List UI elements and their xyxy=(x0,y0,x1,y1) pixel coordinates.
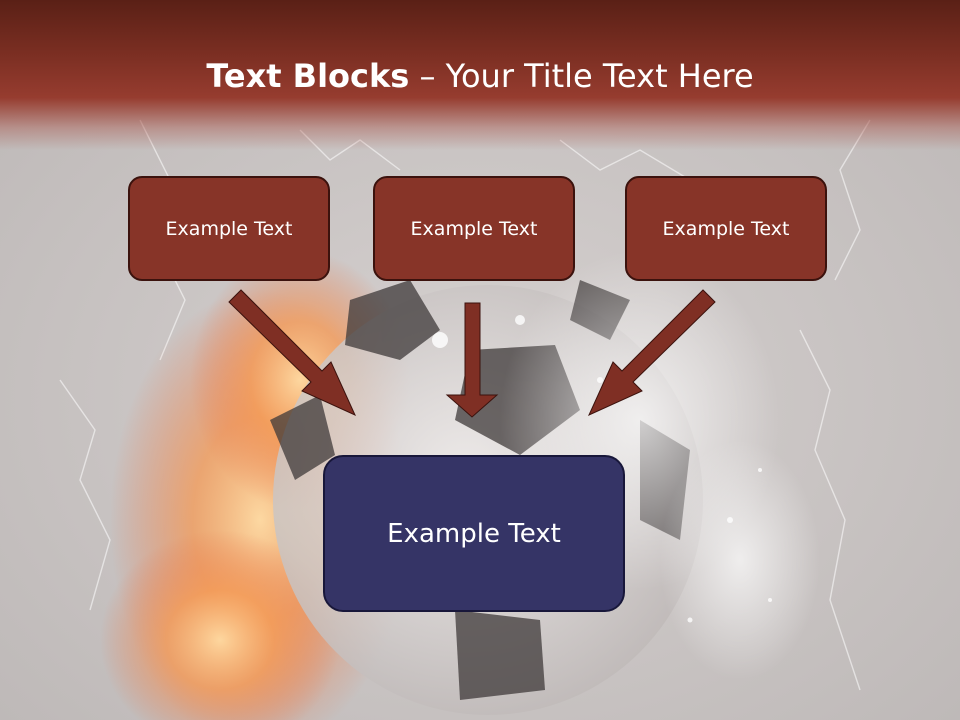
text-block-bottom[interactable]: Example Text xyxy=(323,455,625,612)
slide-title: Text Blocks – Your Title Text Here xyxy=(0,52,960,100)
text-block-bottom-label: Example Text xyxy=(387,518,561,549)
text-block-1-label: Example Text xyxy=(165,217,293,240)
title-bar xyxy=(0,0,960,150)
title-dash: – xyxy=(409,57,446,95)
arrow-down-icon xyxy=(445,302,499,418)
arrow-down-right-icon xyxy=(228,289,357,417)
text-block-2[interactable]: Example Text xyxy=(373,176,575,281)
text-block-2-label: Example Text xyxy=(410,217,538,240)
title-bold: Text Blocks xyxy=(206,57,410,95)
arrow-down-left-icon xyxy=(587,289,716,417)
text-block-3[interactable]: Example Text xyxy=(625,176,827,281)
title-rest: Your Title Text Here xyxy=(445,57,754,95)
text-block-3-label: Example Text xyxy=(662,217,790,240)
text-block-1[interactable]: Example Text xyxy=(128,176,330,281)
